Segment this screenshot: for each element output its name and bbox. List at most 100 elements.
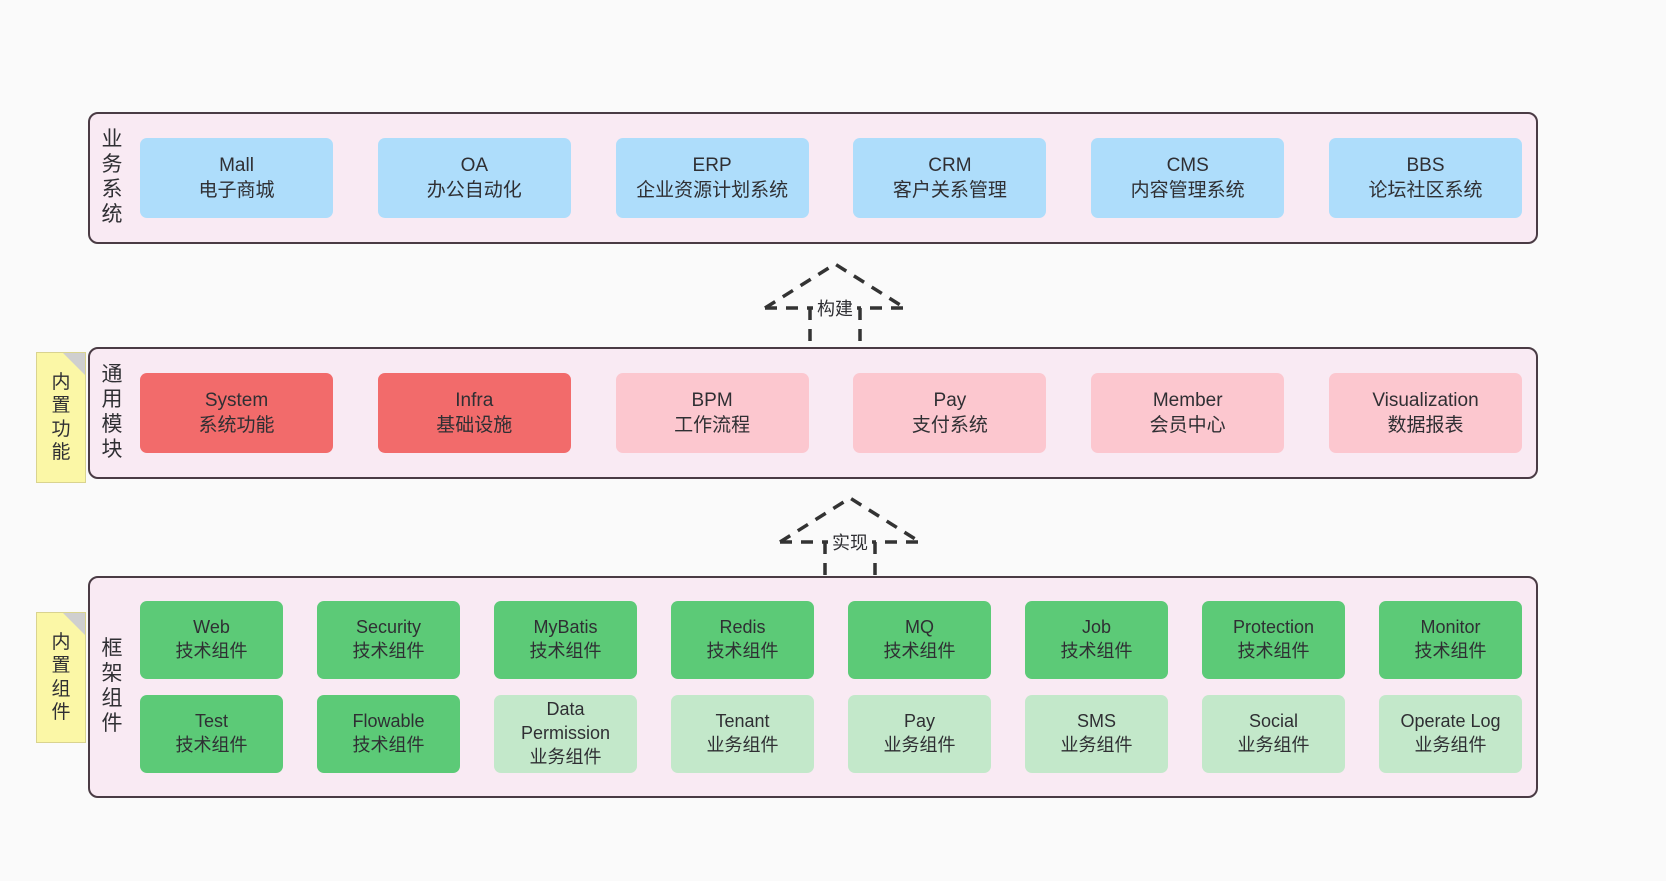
node-erp[interactable]: ERP 企业资源计划系统 xyxy=(615,138,809,218)
label-char: 业 xyxy=(101,128,123,152)
node-job[interactable]: Job 技术组件 xyxy=(1025,601,1168,679)
node-title: SMS xyxy=(1076,711,1116,732)
node-security[interactable]: Security 技术组件 xyxy=(317,601,460,679)
node-title: Test xyxy=(194,711,228,732)
node-tenant[interactable]: Tenant 业务组件 xyxy=(671,695,814,773)
layer-body-business-systems: Mall 电子商城 OA 办公自动化 ERP 企业资源计划系统 CRM 客户关系… xyxy=(134,114,1536,242)
node-title: Social xyxy=(1248,711,1299,732)
node-web[interactable]: Web 技术组件 xyxy=(140,601,283,679)
node-subtitle: 工作流程 xyxy=(674,415,751,436)
node-title: Flowable xyxy=(352,711,425,732)
node-oa[interactable]: OA 办公自动化 xyxy=(377,138,571,218)
sticky-char: 内 xyxy=(51,372,71,394)
node-subtitle: 技术组件 xyxy=(352,641,425,661)
node-flowable[interactable]: Flowable 技术组件 xyxy=(317,695,460,773)
node-title: Data Permission xyxy=(520,699,611,744)
label-char: 框 xyxy=(101,637,123,661)
connector-implement-label: 实现 xyxy=(828,534,872,552)
node-title: Job xyxy=(1081,617,1112,638)
node-infra[interactable]: Infra 基础设施 xyxy=(377,373,571,453)
label-char: 件 xyxy=(101,711,123,735)
layer-label-business-systems: 业 务 系 统 xyxy=(90,114,134,242)
node-subtitle: 会员中心 xyxy=(1149,415,1226,436)
node-bpm[interactable]: BPM 工作流程 xyxy=(615,373,809,453)
node-mybatis[interactable]: MyBatis 技术组件 xyxy=(494,601,637,679)
connector-implement: 实现 xyxy=(770,492,930,584)
layer-label-framework-components: 框 架 组 件 xyxy=(90,578,134,796)
node-subtitle: 业务组件 xyxy=(529,746,602,767)
node-title: Visualization xyxy=(1372,389,1479,411)
node-bbs[interactable]: BBS 论坛社区系统 xyxy=(1328,138,1522,218)
node-redis[interactable]: Redis 技术组件 xyxy=(671,601,814,679)
node-pay[interactable]: Pay 支付系统 xyxy=(853,373,1047,453)
node-operate-log[interactable]: Operate Log 业务组件 xyxy=(1379,695,1522,773)
node-system[interactable]: System 系统功能 xyxy=(140,373,333,453)
sticky-fold-icon xyxy=(63,353,85,375)
sticky-char: 内 xyxy=(51,632,71,654)
node-subtitle: 业务组件 xyxy=(1237,735,1310,755)
node-title: Protection xyxy=(1232,617,1315,638)
node-social[interactable]: Social 业务组件 xyxy=(1202,695,1345,773)
sticky-char: 功 xyxy=(51,418,71,440)
node-subtitle: 数据报表 xyxy=(1387,415,1464,436)
node-subtitle: 内容管理系统 xyxy=(1130,180,1245,201)
node-title: MQ xyxy=(905,617,934,638)
node-subtitle: 电子商城 xyxy=(198,180,275,201)
node-sms[interactable]: SMS 业务组件 xyxy=(1025,695,1168,773)
sticky-note-builtin-functions: 内 置 功 能 xyxy=(36,352,86,483)
node-subtitle: 论坛社区系统 xyxy=(1368,180,1483,201)
layer-framework-components: 框 架 组 件 Web 技术组件 Security 技术组件 MyBatis 技… xyxy=(88,576,1538,798)
node-subtitle: 技术组件 xyxy=(175,641,248,661)
node-title: System xyxy=(204,389,269,411)
label-char: 系 xyxy=(101,178,123,201)
node-title: Mall xyxy=(219,154,254,176)
node-pay-business[interactable]: Pay 业务组件 xyxy=(848,695,991,773)
node-monitor[interactable]: Monitor 技术组件 xyxy=(1379,601,1522,679)
node-subtitle: 基础设施 xyxy=(436,415,513,436)
label-char: 用 xyxy=(101,388,123,412)
sticky-note-builtin-components: 内 置 组 件 xyxy=(36,612,86,743)
node-title: CMS xyxy=(1166,154,1209,176)
node-member[interactable]: Member 会员中心 xyxy=(1091,373,1285,453)
layer-label-general-modules: 通 用 模 块 xyxy=(90,349,134,477)
row-tech-components: Web 技术组件 Security 技术组件 MyBatis 技术组件 Redi… xyxy=(140,601,1522,679)
node-title: OA xyxy=(460,154,489,176)
node-mall[interactable]: Mall 电子商城 xyxy=(140,138,333,218)
layer-general-modules: 通 用 模 块 System 系统功能 Infra 基础设施 BPM 工作流程 … xyxy=(88,347,1538,479)
node-subtitle: 技术组件 xyxy=(175,735,248,755)
node-subtitle: 技术组件 xyxy=(706,641,779,661)
node-visualization[interactable]: Visualization 数据报表 xyxy=(1328,373,1522,453)
node-subtitle: 业务组件 xyxy=(1414,735,1487,755)
label-char: 通 xyxy=(101,363,123,387)
node-mq[interactable]: MQ 技术组件 xyxy=(848,601,991,679)
connector-build-label: 构建 xyxy=(813,300,857,318)
node-title: BBS xyxy=(1406,154,1445,176)
node-title: Redis xyxy=(719,617,766,638)
node-subtitle: 系统功能 xyxy=(198,415,275,436)
sticky-char: 件 xyxy=(51,701,71,723)
label-char: 架 xyxy=(101,662,123,686)
node-title: Tenant xyxy=(715,711,770,732)
node-data-permission[interactable]: Data Permission 业务组件 xyxy=(494,695,637,773)
label-char: 组 xyxy=(101,687,123,710)
node-protection[interactable]: Protection 技术组件 xyxy=(1202,601,1345,679)
node-subtitle: 技术组件 xyxy=(1414,641,1487,661)
node-title: Infra xyxy=(455,389,494,411)
node-subtitle: 企业资源计划系统 xyxy=(636,180,789,201)
node-title: Security xyxy=(355,617,422,638)
label-char: 块 xyxy=(101,437,123,461)
row-business-components: Test 技术组件 Flowable 技术组件 Data Permission … xyxy=(140,695,1522,773)
node-subtitle: 技术组件 xyxy=(1237,641,1310,661)
node-cms[interactable]: CMS 内容管理系统 xyxy=(1091,138,1285,218)
node-subtitle: 技术组件 xyxy=(352,735,425,755)
node-subtitle: 技术组件 xyxy=(1060,641,1133,661)
node-subtitle: 技术组件 xyxy=(529,641,602,661)
label-char: 模 xyxy=(101,413,123,436)
node-title: Monitor xyxy=(1420,617,1481,638)
node-test[interactable]: Test 技术组件 xyxy=(140,695,283,773)
node-crm[interactable]: CRM 客户关系管理 xyxy=(853,138,1047,218)
node-title: BPM xyxy=(691,389,733,411)
node-title: Member xyxy=(1152,389,1223,411)
node-subtitle: 支付系统 xyxy=(911,415,988,436)
